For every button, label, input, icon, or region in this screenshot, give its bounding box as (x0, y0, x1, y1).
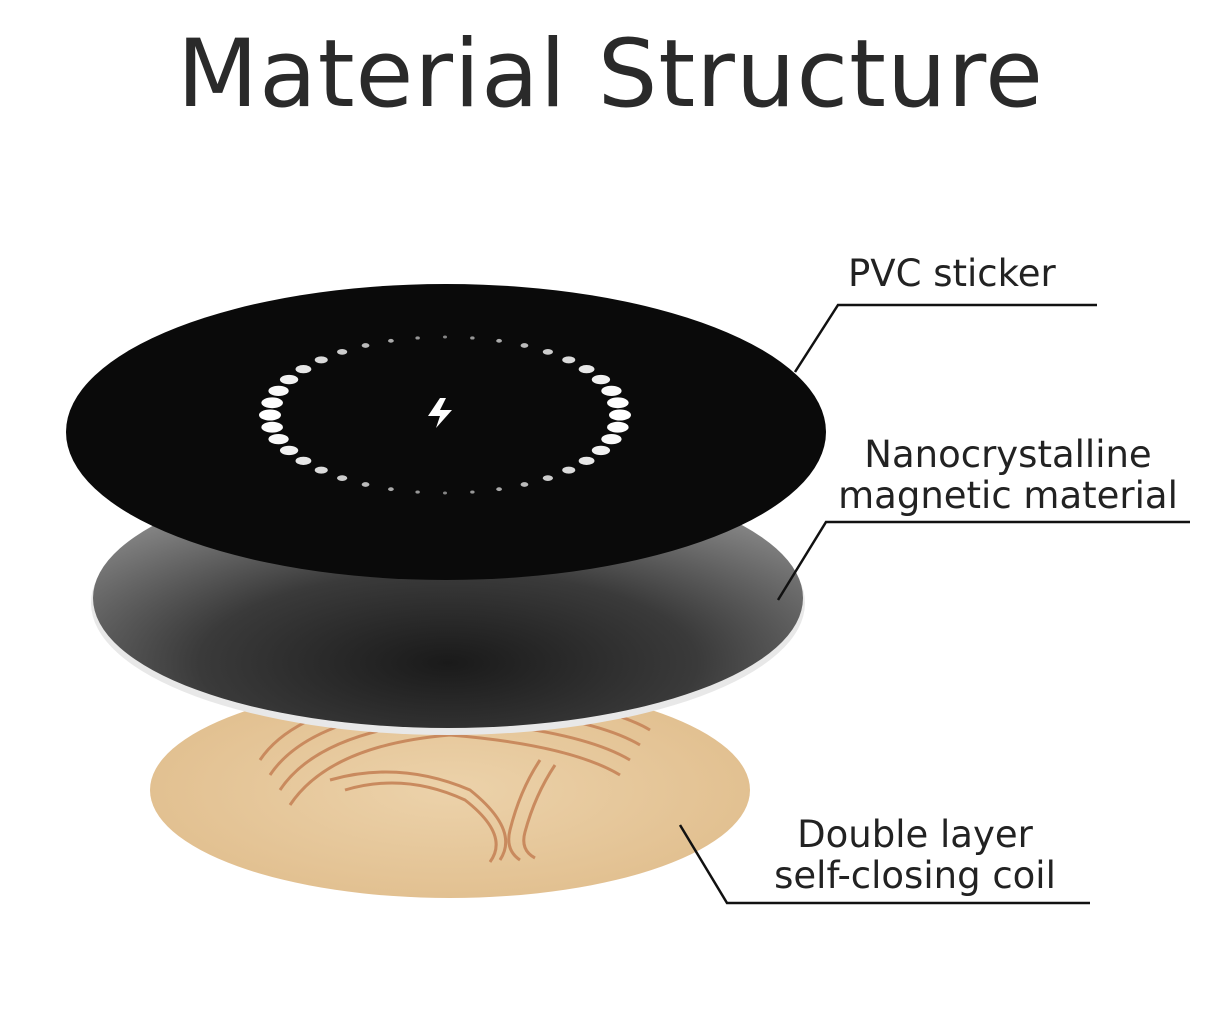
led-dot (388, 338, 394, 343)
led-dot (601, 385, 622, 397)
led-dot (361, 482, 370, 487)
led-dot (361, 343, 370, 348)
led-dot (443, 335, 447, 339)
led-dot (443, 491, 447, 495)
led-dot (259, 409, 281, 421)
led-dot (295, 365, 312, 374)
led-dot (415, 490, 420, 494)
led-dot (261, 397, 283, 409)
led-dot (520, 343, 529, 348)
led-dot (268, 433, 289, 445)
pvc-layer (66, 284, 826, 580)
led-dots (259, 335, 631, 495)
led-dot (314, 356, 328, 364)
page-title: Material Structure (176, 20, 1045, 129)
label-pvc-sticker: PVC sticker (848, 252, 1056, 295)
led-dot (607, 397, 629, 409)
led-dot (609, 409, 631, 421)
led-dot (607, 421, 629, 433)
led-dot (542, 349, 553, 355)
led-dot (261, 421, 283, 433)
led-dot (496, 338, 502, 343)
led-dot (578, 365, 595, 374)
label-coil-line2: self-closing coil (774, 854, 1056, 897)
led-dot (415, 336, 420, 340)
led-dot (337, 349, 348, 355)
label-nanocrystalline: Nanocrystalline magnetic material (826, 434, 1190, 516)
led-dot (279, 445, 299, 456)
label-coil: Double layer self-closing coil (740, 814, 1090, 896)
led-dot (337, 475, 348, 481)
led-dot (591, 374, 611, 385)
pvc-leader-line (793, 303, 1097, 373)
label-coil-line1: Double layer (797, 813, 1033, 856)
label-nano-line2: magnetic material (838, 474, 1178, 517)
led-dot (601, 433, 622, 445)
led-dot (295, 456, 312, 465)
label-nano-line1: Nanocrystalline (864, 433, 1152, 476)
led-dot (388, 487, 394, 492)
led-dot (496, 487, 502, 492)
led-dot (268, 385, 289, 397)
led-dot (591, 445, 611, 456)
led-dot (562, 356, 576, 364)
coil-leader-line (678, 824, 1090, 905)
led-dot (470, 336, 475, 340)
led-dot (279, 374, 299, 385)
led-dot (562, 466, 576, 474)
lightning-icon (428, 398, 452, 428)
led-dot (470, 490, 475, 494)
led-dot (314, 466, 328, 474)
nano-leader-line (776, 520, 1190, 601)
led-dot (578, 456, 595, 465)
led-dot (542, 475, 553, 481)
led-dot (520, 482, 529, 487)
